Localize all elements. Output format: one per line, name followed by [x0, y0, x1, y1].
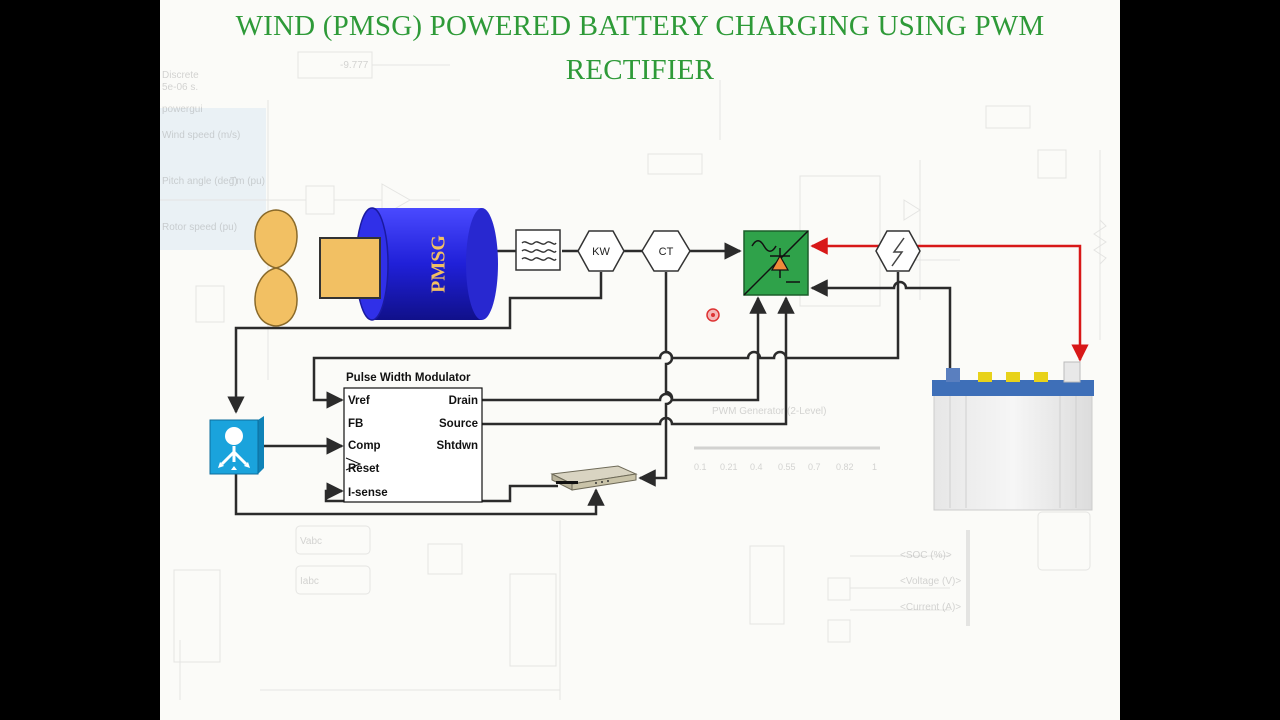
title-line-1: WIND (PMSG) POWERED BATTERY CHARGING USI… — [235, 10, 1045, 42]
bg-scale-tick-5: 0.82 — [836, 462, 854, 472]
bg-scale-tick-1: 0.21 — [720, 462, 738, 472]
diagram-canvas: Discrete 5e-06 s. -9.777 powergui Wind s… — [160, 0, 1120, 720]
blade-top — [254, 209, 298, 269]
pmsg-end-right — [466, 208, 498, 320]
wires — [227, 242, 952, 516]
battery-terminal-neg — [946, 368, 960, 382]
wire-ct-to-router — [638, 272, 674, 487]
battery-lid — [932, 380, 1094, 396]
battery-cap-1 — [978, 372, 992, 382]
bg-label-tm: Tm (pu) — [230, 176, 265, 187]
pmsg-body — [372, 208, 482, 320]
pwm-output-drain: Drain — [449, 395, 478, 407]
bg-scale-tick-0: 0.1 — [694, 462, 707, 472]
pwm-output-source: Source — [439, 418, 478, 430]
dc-sensor-icon[interactable] — [875, 230, 921, 272]
pwm-block-title: Pulse Width Modulator — [346, 372, 471, 384]
bg-label-powergui: powergui — [162, 104, 203, 115]
ct-label: CT — [659, 246, 674, 258]
pwm-input-comp: Comp — [348, 440, 381, 452]
background-labels: Discrete 5e-06 s. -9.777 powergui Wind s… — [162, 60, 961, 613]
bg-label-wind-speed: Wind speed (m/s) — [162, 130, 240, 141]
bg-scale-tick-6: 1 — [872, 462, 877, 472]
bg-scale-tick-3: 0.55 — [778, 462, 796, 472]
bg-label-current: <Current (A)> — [900, 602, 961, 613]
wire-vref — [312, 272, 900, 409]
pmsg-shaft-cap — [319, 237, 381, 299]
pwm-input-fb: FB — [348, 418, 363, 430]
bg-label-pwm-gen: PWM Generator (2-Level) — [712, 406, 826, 417]
pmsg-generator[interactable]: PMSG — [319, 207, 498, 321]
pwm-block[interactable]: Pulse Width Modulator Vref FB Comp Reset… — [343, 372, 483, 503]
router-icon[interactable] — [550, 465, 638, 491]
kw-sensor[interactable]: KW — [577, 230, 625, 272]
wire-battery-return — [810, 279, 952, 376]
rectifier-icon[interactable] — [743, 230, 809, 296]
bg-scale-tick-4: 0.7 — [808, 462, 821, 472]
propeller-icon — [254, 209, 298, 327]
wire-dc-to-battery — [874, 244, 1089, 362]
wire-controller-router — [234, 474, 605, 516]
kw-label: KW — [592, 246, 610, 258]
bg-scale: 0.1 0.21 0.4 0.55 0.7 0.82 1 — [694, 446, 880, 472]
bg-label-vabc: Vabc — [300, 536, 322, 547]
wire-kw-to-controller — [227, 272, 603, 414]
blade-bottom — [254, 267, 298, 327]
bg-label-pitch: Pitch angle (deg) — [162, 176, 238, 187]
ct-sensor[interactable]: CT — [641, 230, 691, 272]
pwm-input-isense: I-sense — [348, 487, 388, 499]
battery-cap-3 — [1034, 372, 1048, 382]
pwm-output-shtdwn: Shtdwn — [436, 440, 478, 452]
bg-label-rotor-speed: Rotor speed (pu) — [162, 222, 237, 233]
title-line-2: RECTIFIER — [565, 54, 715, 86]
page-title: WIND (PMSG) POWERED BATTERY CHARGING USI… — [160, 4, 1120, 92]
battery-icon[interactable] — [932, 361, 1094, 511]
bg-label-step: 5e-06 s. — [162, 82, 198, 93]
bg-scale-tick-2: 0.4 — [750, 462, 763, 472]
bg-label-voltage: <Voltage (V)> — [900, 576, 961, 587]
bg-label-discrete: Discrete — [162, 70, 199, 81]
battery-cap-2 — [1006, 372, 1020, 382]
pmsg-label: PMSG — [428, 235, 450, 293]
battery-terminal-pos — [1063, 361, 1081, 383]
pwm-input-reset: Reset — [348, 463, 379, 475]
bg-label-soc: <SOC (%)> — [900, 550, 952, 561]
pwm-input-vref: Vref — [348, 395, 370, 407]
wire-drain — [482, 296, 767, 402]
background-model — [160, 51, 1107, 700]
pwm-block-frame — [343, 387, 483, 503]
filter-icon[interactable] — [515, 229, 561, 271]
pointer-indicator — [706, 308, 720, 322]
wire-source — [482, 296, 795, 426]
diagram-svg: Discrete 5e-06 s. -9.777 powergui Wind s… — [160, 51, 1107, 700]
controller-icon[interactable] — [209, 416, 264, 475]
bg-label-display: -9.777 — [340, 60, 369, 71]
bg-label-iabc: Iabc — [300, 576, 319, 587]
